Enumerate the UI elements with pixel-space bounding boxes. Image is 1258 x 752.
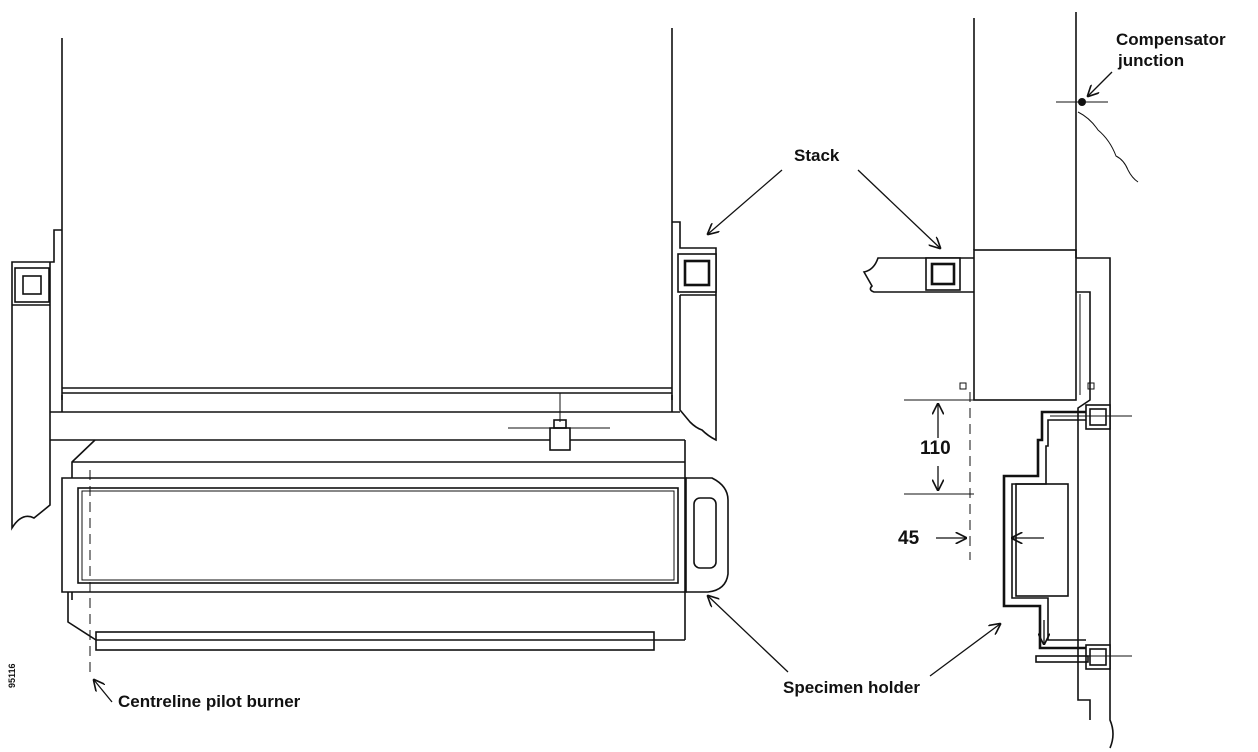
side-specimen: [1015, 483, 1069, 597]
compensator-junction-point: [1078, 98, 1086, 106]
centreline-leader: [94, 680, 113, 703]
chimney-block: [973, 249, 1077, 401]
right-outer-wall: [672, 221, 717, 442]
dimension-110: 110: [920, 438, 951, 459]
specimen-holder-label: Specimen holder: [783, 678, 920, 697]
stack-leader-left: [708, 169, 783, 234]
dimension-45: 45: [898, 528, 920, 549]
left-outer-wall: [11, 229, 62, 531]
stack-leader-right: [857, 169, 940, 248]
compensator-lead: [1077, 111, 1139, 183]
left-front-view: [11, 28, 789, 703]
centreline-label: Centreline pilot burner: [118, 692, 301, 711]
burner-inner-frame: [77, 487, 679, 584]
specimen-holder-leader-left: [708, 596, 789, 673]
stack-ledge: [862, 257, 974, 293]
right-side-view: [857, 12, 1139, 749]
pilot-fitting: [549, 427, 571, 451]
specimen-holder-leader-right: [929, 624, 1000, 677]
specimen-holder-handle: [686, 477, 729, 593]
compensator-leader: [1088, 71, 1113, 96]
figure-number: 95116: [7, 663, 17, 688]
junction-label: junction: [1118, 51, 1185, 70]
left-stack-thermocouple: [14, 267, 50, 303]
stack-label: Stack: [794, 146, 840, 165]
side-specimen-holder-profile: [1002, 410, 1086, 650]
lower-plate: [95, 631, 655, 651]
compensator-label: Compensator: [1116, 30, 1226, 49]
